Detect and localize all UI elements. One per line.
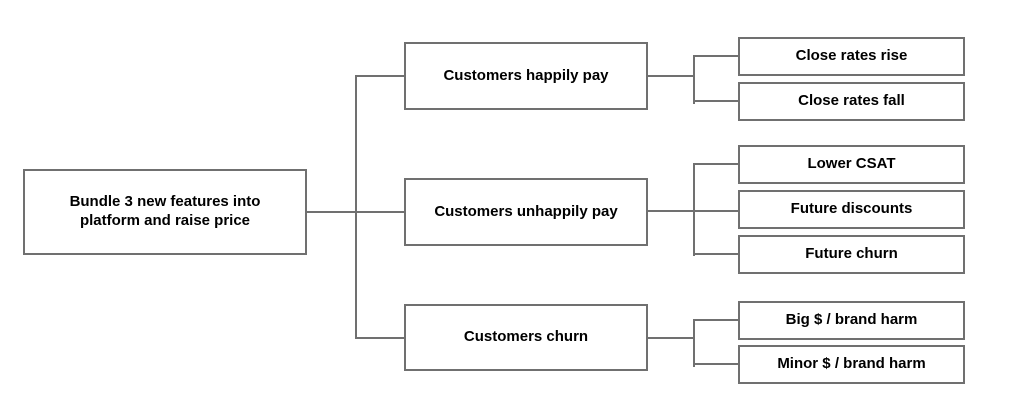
node-label: Close rates fall <box>798 92 905 110</box>
node-label: Future churn <box>805 245 898 263</box>
connector-branch-1-leaf-2 <box>693 100 740 102</box>
connector-branch-3-out <box>646 337 695 339</box>
connector-branch-3-leaf-1 <box>693 319 740 321</box>
connector-branch-2-leaf-1 <box>693 163 740 165</box>
node-branch-unhappily-pay: Customers unhappily pay <box>404 178 648 246</box>
node-branch-churn: Customers churn <box>404 304 648 371</box>
node-leaf-big-brand-harm: Big $ / brand harm <box>738 301 965 340</box>
node-leaf-minor-brand-harm: Minor $ / brand harm <box>738 345 965 384</box>
node-root-label: Bundle 3 new features into platform and … <box>69 193 261 229</box>
connector-branch-2-leaf-3 <box>693 253 740 255</box>
connector-branch-2-bracket <box>693 163 695 256</box>
connector-trunk-branch-1 <box>355 75 406 77</box>
node-leaf-lower-csat: Lower CSAT <box>738 145 965 184</box>
node-label: Customers churn <box>463 328 589 346</box>
connector-branch-3-leaf-2 <box>693 363 740 365</box>
connector-trunk-branch-3 <box>355 337 406 339</box>
node-branch-happily-pay: Customers happily pay <box>404 42 648 110</box>
node-label: Big $ / brand harm <box>785 311 918 329</box>
node-leaf-future-discounts: Future discounts <box>738 190 965 229</box>
node-leaf-future-churn: Future churn <box>738 235 965 274</box>
connector-branch-3-bracket <box>693 319 695 367</box>
node-label: Minor $ / brand harm <box>777 355 926 373</box>
node-leaf-close-rates-fall: Close rates fall <box>738 82 965 121</box>
connector-branch-1-bracket <box>693 55 695 104</box>
node-label: Lower CSAT <box>807 155 896 173</box>
node-root: Bundle 3 new features into platform and … <box>23 169 307 255</box>
connector-trunk-branch-2 <box>355 211 406 213</box>
node-label: Close rates rise <box>795 47 908 65</box>
node-leaf-close-rates-rise: Close rates rise <box>738 37 965 76</box>
connector-branch-1-leaf-1 <box>693 55 740 57</box>
connector-root-out <box>307 211 357 213</box>
connector-trunk <box>355 75 357 339</box>
node-label: Customers unhappily pay <box>434 202 618 220</box>
connector-branch-1-out <box>646 75 695 77</box>
node-label: Customers happily pay <box>443 66 609 84</box>
node-label: Future discounts <box>790 200 913 218</box>
